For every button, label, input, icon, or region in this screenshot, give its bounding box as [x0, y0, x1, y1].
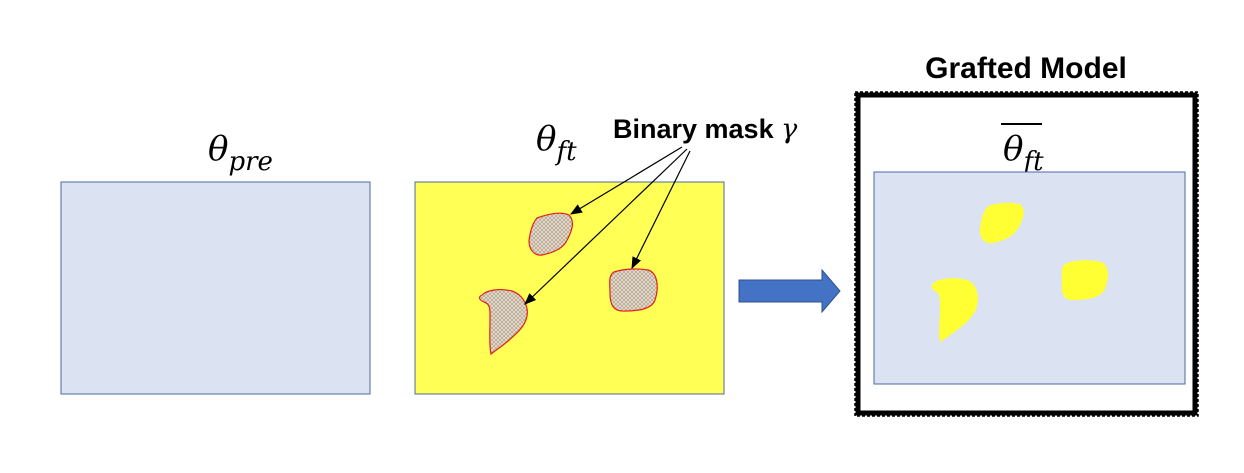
grafted-frame	[855, 92, 1198, 416]
grafted-model-group: Grafted Model θft	[854, 52, 1199, 417]
mask-patch-right	[609, 268, 658, 312]
mask-patch-top	[528, 212, 574, 256]
finetuned-panel	[414, 181, 725, 395]
theta-symbol: θ	[536, 119, 556, 159]
transition-arrow	[738, 268, 841, 314]
mask-pointer-arrow-2	[524, 148, 688, 305]
pretrained-panel-group: θpre	[60, 129, 371, 395]
finetuned-panel-group: θft Binary mask γ	[414, 114, 798, 395]
grafted-patch-top	[979, 202, 1024, 244]
binary-mask-label: Binary mask γ	[613, 114, 798, 145]
grafted-patch-bottom	[931, 278, 978, 342]
grafted-model-title: Grafted Model	[925, 52, 1127, 85]
mask-patch-bottom	[478, 289, 528, 356]
theta-pre-label: θpre	[208, 129, 273, 177]
ft-subscript: ft	[554, 137, 577, 167]
theta-ft-bar-label: θft	[1003, 129, 1044, 177]
theta-ft-label: θft	[536, 119, 577, 167]
pre-subscript: pre	[228, 147, 272, 177]
mask-pointer-arrow-3	[631, 150, 691, 270]
ft-subscript: ft	[1021, 147, 1044, 177]
gamma-symbol: γ	[781, 114, 798, 145]
grafted-panel	[873, 171, 1186, 385]
theta-symbol: θ	[208, 129, 228, 169]
pretrained-panel	[60, 181, 371, 395]
grafted-frame-rough	[854, 91, 1199, 417]
grafted-patch-right	[1061, 260, 1108, 301]
mask-pointer-arrow-1	[569, 146, 683, 215]
theta-symbol: θ	[1003, 129, 1023, 169]
binary-mask-text: Binary mask	[613, 114, 781, 144]
